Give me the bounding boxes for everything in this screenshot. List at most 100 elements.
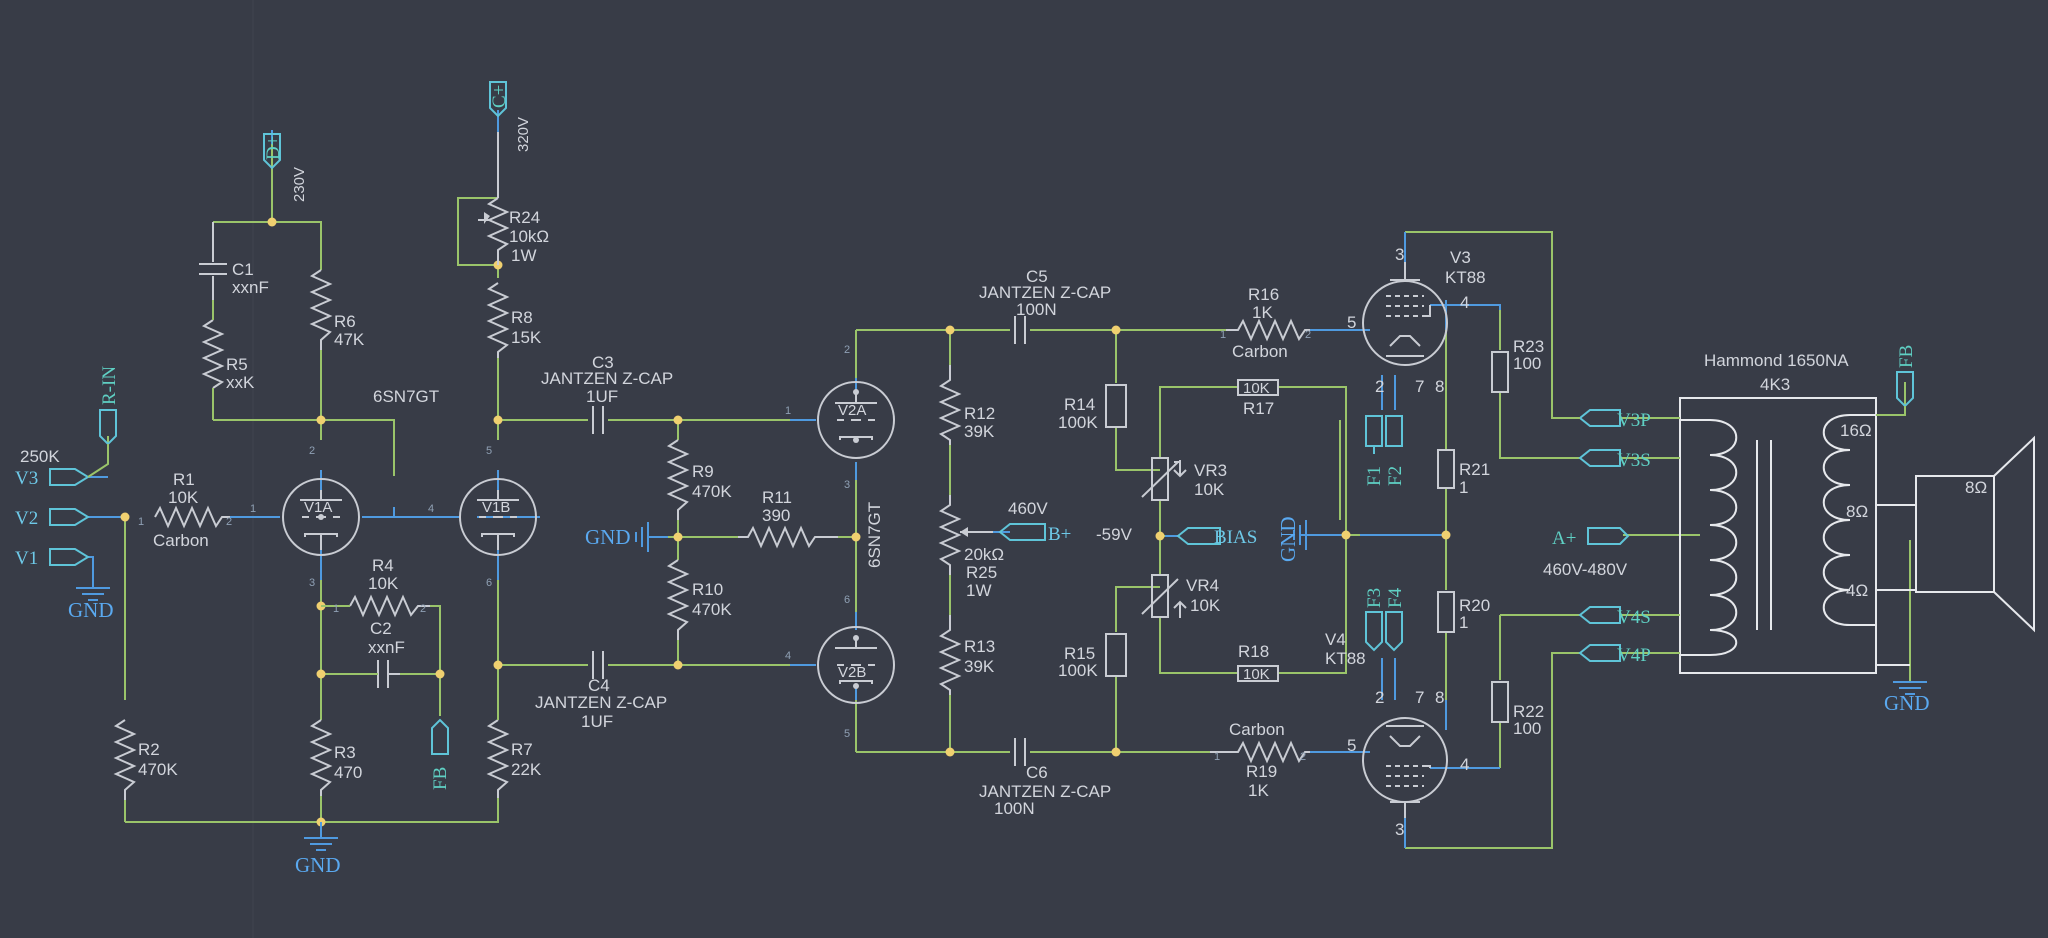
resistor-symbols [113, 132, 1310, 822]
net-v3s: V3S [1617, 450, 1651, 471]
c2-value: xxnF [368, 638, 405, 657]
net-c-voltage: 320V [515, 117, 532, 152]
pin-v3-screen: 4 [1460, 293, 1469, 312]
pin-v1b-cathode: 6 [486, 577, 492, 589]
net-v3: V3 [15, 468, 38, 489]
vr3-value: 10K [1194, 480, 1225, 499]
pin-v2a-grid: 1 [785, 405, 791, 417]
r12-label: R12 [964, 404, 995, 423]
c1-value: xxnF [232, 278, 269, 297]
v4-label: V4 [1325, 630, 1346, 649]
r3-value: 470 [334, 763, 362, 782]
c4-type: JANTZEN Z-CAP [535, 693, 667, 712]
v1-type-label: 6SN7GT [373, 387, 439, 406]
pin-v2a-cathode: 3 [844, 479, 850, 491]
r17-value: 10K [1243, 380, 1270, 397]
pin-v4-plate: 3 [1395, 820, 1404, 839]
r25-value: 20kΩ [964, 545, 1004, 564]
pin-r4-1: 1 [333, 603, 339, 615]
r12-value: 39K [964, 422, 995, 441]
r25-label: R25 [966, 563, 997, 582]
r7-value: 22K [511, 760, 542, 779]
c5-type: JANTZEN Z-CAP [979, 283, 1111, 302]
r4-label: R4 [372, 556, 394, 575]
net-gnd-grid: GND [585, 525, 631, 549]
r5-label: R5 [226, 355, 248, 374]
r9-value: 470K [692, 482, 732, 501]
r13-value: 39K [964, 657, 995, 676]
r3-label: R3 [334, 743, 356, 762]
net-a-plus: A+ [1552, 528, 1576, 549]
net-b-plus: B+ [1048, 524, 1071, 545]
r10-label: R10 [692, 580, 723, 599]
pin-v4-heater-2: 2 [1375, 688, 1384, 707]
tap-4-label: 4Ω [1846, 581, 1868, 600]
net-f2: F2 [1385, 466, 1406, 486]
r25-watt: 1W [966, 581, 992, 600]
r24-value: 10kΩ [509, 227, 549, 246]
net-f1: F1 [1364, 466, 1385, 486]
pin-v4-grid: 5 [1347, 736, 1356, 755]
r16-value: 1K [1252, 303, 1273, 322]
tube-symbols [282, 262, 1448, 818]
pin-numbers: 1 2 1 2 3 4 5 6 1 2 1 2 3 4 6 5 1 2 1 2 … [138, 245, 1469, 839]
pin-r16-2: 2 [1305, 329, 1311, 341]
v3-type-label: KT88 [1445, 268, 1486, 287]
output-transformer [1679, 397, 1916, 674]
r11-value: 390 [762, 506, 790, 525]
speaker-impedance: 8Ω [1965, 478, 1987, 497]
c2-label: C2 [370, 619, 392, 638]
r21-value: 1 [1459, 478, 1468, 497]
net-fb-output: FB [1896, 345, 1917, 368]
r18-value: 10K [1243, 666, 1270, 683]
tap-8-label: 8Ω [1846, 502, 1868, 521]
c6-type: JANTZEN Z-CAP [979, 782, 1111, 801]
c4-label: C4 [588, 676, 610, 695]
net-gnd-driver: GND [295, 853, 341, 877]
v2a-label: V2A [838, 402, 866, 419]
r1-label: R1 [173, 470, 195, 489]
r7-label: R7 [511, 740, 533, 759]
pin-v3-cathode: 8 [1435, 377, 1444, 396]
r14-value: 100K [1058, 413, 1098, 432]
r20-value: 1 [1459, 613, 1468, 632]
vr4-value: 10K [1190, 596, 1221, 615]
v3-label: V3 [1450, 248, 1471, 267]
net-v4s: V4S [1617, 607, 1651, 628]
net-a-voltage: 460V-480V [1543, 560, 1628, 579]
v1a-label: V1A [304, 499, 332, 516]
pin-v2a-plate: 2 [844, 344, 850, 356]
v4-type-label: KT88 [1325, 649, 1366, 668]
r19-value: 1K [1248, 781, 1269, 800]
pin-v3-grid: 5 [1347, 313, 1356, 332]
net-flags [49, 81, 1914, 755]
net-labels: V3 V2 V1 250K R-IN GND GND GND GND GND D… [15, 85, 1930, 877]
net-c-plus: C+ [489, 85, 510, 108]
pin-v1a-cathode: 3 [309, 577, 315, 589]
pin-v2b-cathode: 6 [844, 594, 850, 606]
c4-value: 1UF [581, 712, 613, 731]
r13-label: R13 [964, 637, 995, 656]
pin-v2b-plate: 5 [844, 728, 850, 740]
pin-r1-2: 2 [226, 516, 232, 528]
vr4-label: VR4 [1186, 576, 1219, 595]
transformer-impedance: 4K3 [1760, 375, 1790, 394]
net-v4p: V4P [1617, 645, 1651, 666]
c6-label: C6 [1026, 763, 1048, 782]
pin-v1b-plate: 5 [486, 445, 492, 457]
r5-value: xxK [226, 373, 255, 392]
r23-label: R23 [1513, 337, 1544, 356]
pin-v1a-grid: 1 [250, 503, 256, 515]
pin-v2b-grid: 4 [785, 650, 791, 662]
pin-r19-2: 2 [1300, 751, 1306, 763]
r17-label: R17 [1243, 399, 1274, 418]
blue-wires [88, 110, 1501, 848]
r23-value: 100 [1513, 354, 1541, 373]
pin-r16-1: 1 [1220, 329, 1226, 341]
c5-label: C5 [1026, 267, 1048, 286]
net-f3: F3 [1364, 588, 1385, 608]
pin-v3-heater-7: 7 [1415, 377, 1424, 396]
r22-value: 100 [1513, 719, 1541, 738]
v1b-label: V1B [482, 499, 510, 516]
